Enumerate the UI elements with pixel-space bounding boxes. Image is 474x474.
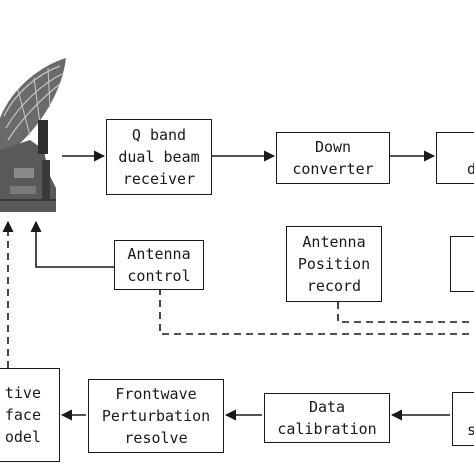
active-surface-line-1: tive — [4, 384, 41, 402]
antenna-control-line-2: control — [127, 267, 191, 285]
down-converter-line-1: Down — [314, 138, 352, 156]
frontwave-line-3: resolve — [124, 429, 188, 447]
right-mid-block — [450, 236, 474, 292]
data-calibration-block: Data calibration — [264, 393, 390, 443]
data-calibration-line-2: calibration — [277, 420, 377, 438]
right-top-line-1: d — [467, 160, 474, 178]
active-surface-model-block: tive face odel — [0, 368, 60, 462]
down-converter-line-2: converter — [292, 160, 374, 178]
position-record-line-1: Antenna — [302, 233, 366, 251]
position-record-line-3: record — [306, 277, 362, 295]
down-converter-block: Down converter — [276, 132, 390, 184]
active-surface-line-3: odel — [4, 428, 41, 446]
right-top-block: d — [436, 132, 474, 184]
radio-telescope-icon — [0, 58, 66, 212]
antenna-control-line-1: Antenna — [127, 245, 191, 263]
frontwave-perturbation-block: Frontwave Perturbation resolve — [88, 379, 224, 453]
active-surface-line-2: face — [4, 406, 41, 424]
receiver-line-2: dual beam — [118, 148, 200, 166]
antenna-control-block: Antenna control — [114, 240, 204, 290]
frontwave-line-2: Perturbation — [101, 407, 211, 425]
antenna-position-record-block: Antenna Position record — [286, 226, 382, 302]
right-bottom-block: s — [452, 392, 474, 446]
q-band-receiver-block: Q band dual beam receiver — [106, 119, 212, 195]
right-bottom-line-1: s — [467, 421, 474, 439]
receiver-line-1: Q band — [131, 126, 187, 144]
frontwave-line-1: Frontwave — [115, 385, 197, 403]
position-record-line-2: Position — [297, 255, 371, 273]
data-calibration-line-1: Data — [308, 398, 346, 416]
receiver-line-3: receiver — [122, 170, 196, 188]
